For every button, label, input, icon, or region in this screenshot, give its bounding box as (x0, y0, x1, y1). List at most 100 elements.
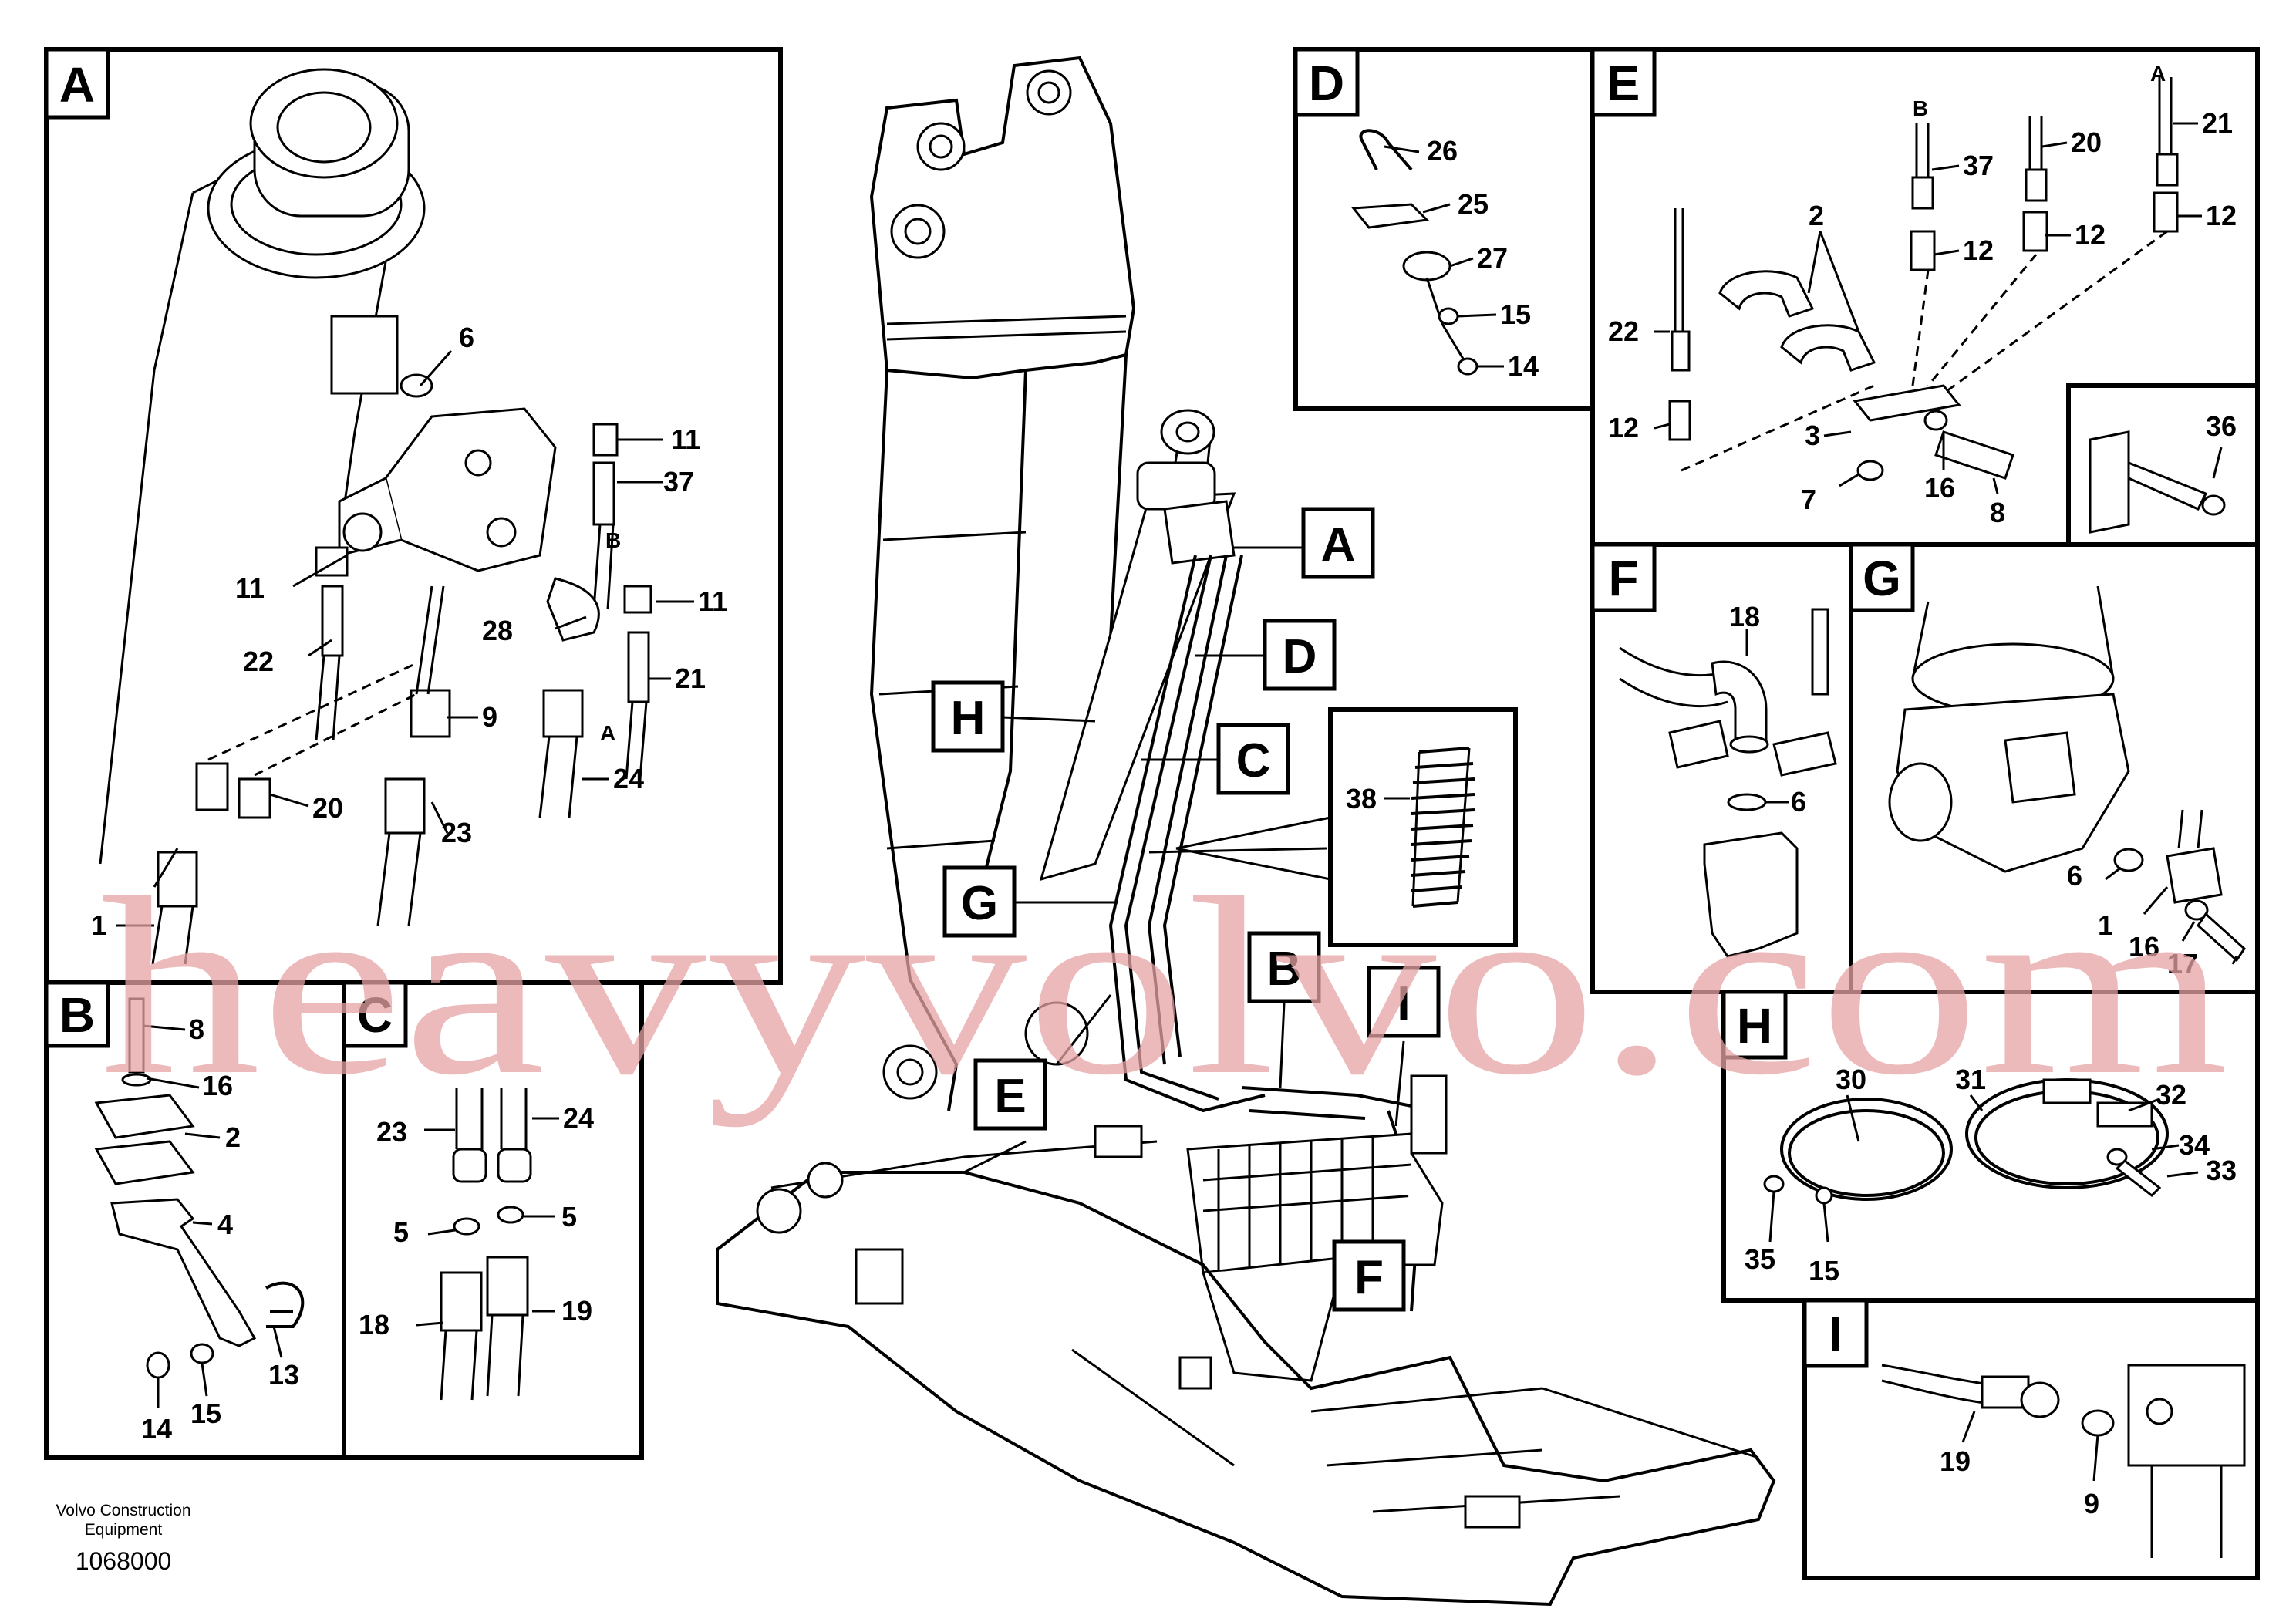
cylinder-end-g (1888, 585, 2246, 965)
label-e-22: 22 (1608, 315, 1639, 347)
footer-company-line2: Equipment (85, 1521, 163, 1539)
panel-g-tag: G (1863, 551, 1901, 606)
panel-i-tag-box (1802, 1298, 1869, 1368)
panel-a-tag-box (44, 47, 110, 120)
label-c-23: 23 (376, 1116, 407, 1148)
main-tag-b-box (1247, 931, 1321, 1003)
hose-plate-e (1654, 77, 2202, 494)
main-assembly: A D H C G B I E F (716, 56, 1776, 1607)
panel-e-frame (1590, 47, 2260, 547)
main-tag-i-box (1367, 966, 1441, 1038)
panel-a: A (44, 47, 783, 985)
label-g-17: 17 (2167, 948, 2198, 980)
label-e-7: 7 (1801, 484, 1816, 515)
panel-g-tag-box (1849, 542, 1915, 612)
panel-d: D 26 25 27 15 14 (1293, 47, 1595, 411)
hoses-c (416, 1088, 559, 1401)
control-valve (1186, 1132, 1421, 1382)
footer-company-line1: Volvo Construction (56, 1502, 190, 1519)
label-e2-36: 36 (2206, 410, 2237, 442)
bolt-36-head (2201, 494, 2226, 516)
main-tag-c: C (1236, 734, 1271, 787)
label-g-6: 6 (2067, 860, 2082, 892)
label-c-24: 24 (563, 1102, 594, 1134)
label-d-25: 25 (1458, 188, 1489, 220)
label-b-13: 13 (268, 1359, 299, 1391)
label-c-5-left: 5 (393, 1216, 409, 1248)
panel-c-frame (342, 980, 644, 1460)
spiral-hose (1411, 747, 1475, 908)
clamp-d (1351, 129, 1504, 376)
label-a-20: 20 (312, 792, 343, 824)
label-i-9: 9 (2084, 1488, 2099, 1519)
label-b-15: 15 (190, 1398, 221, 1429)
main-tag-f-box (1332, 1239, 1406, 1312)
watermark: heavyvolvo.com (100, 846, 2229, 1128)
label-h-31: 31 (1955, 1064, 1986, 1095)
bracket-b (94, 997, 305, 1408)
main-tag-a-box (1301, 507, 1375, 579)
panel-i: I 19 9 (1802, 1298, 2260, 1580)
label-h-35: 35 (1745, 1243, 1775, 1275)
label-f-6: 6 (1791, 786, 1806, 818)
label-a-a: A (600, 721, 615, 745)
label-h-33: 33 (2206, 1155, 2237, 1186)
label-e-37: 37 (1963, 150, 1994, 181)
chassis-frame (716, 1074, 1776, 1607)
main-tag-e-box (973, 1058, 1047, 1131)
panel-c-tag-box (342, 980, 408, 1048)
label-a-b: B (605, 528, 621, 552)
cylinder-a (99, 68, 426, 865)
panel-f-tag-box (1590, 542, 1657, 612)
label-hose-38: 38 (1346, 783, 1377, 814)
label-i-19: 19 (1940, 1445, 1971, 1477)
label-e-21: 21 (2202, 107, 2233, 139)
main-tag-e: E (994, 1070, 1026, 1123)
label-b-4: 4 (217, 1209, 233, 1240)
boom-cylinder (1039, 409, 1236, 882)
label-d-27: 27 (1477, 242, 1508, 274)
panel-e-tag: E (1607, 56, 1640, 111)
label-g-16: 16 (2129, 931, 2159, 963)
hose-end-i (1881, 1364, 2246, 1558)
band-clamp-h (1763, 1078, 2199, 1243)
label-a-37: 37 (663, 466, 694, 497)
label-c-19: 19 (561, 1295, 592, 1327)
main-tag-h: H (951, 692, 986, 745)
panel-hose-38: 38 (1175, 707, 1518, 947)
panel-c: C 23 24 5 5 18 19 (342, 980, 644, 1460)
label-a-21: 21 (675, 663, 706, 694)
label-e-8: 8 (1990, 497, 2005, 528)
label-e-16: 16 (1924, 472, 1955, 504)
panel-c-tag: C (357, 987, 393, 1043)
panel-d-tag-box (1293, 47, 1360, 117)
leaders-a (116, 350, 694, 927)
label-a-11-top: 11 (671, 423, 700, 455)
label-b-8: 8 (189, 1013, 204, 1045)
label-h-30: 30 (1836, 1064, 1866, 1095)
main-tag-g-box (942, 865, 1017, 938)
panel-i-tag: I (1829, 1307, 1843, 1362)
label-a-22: 22 (243, 646, 274, 677)
label-d-15: 15 (1500, 298, 1531, 330)
label-a-28: 28 (482, 615, 513, 646)
label-a-1: 1 (91, 909, 106, 941)
label-b-16: 16 (202, 1070, 233, 1101)
main-tag-g: G (961, 877, 998, 930)
main-tag-f: F (1354, 1251, 1384, 1304)
label-e-b: B (1913, 96, 1928, 120)
label-h-34: 34 (2179, 1129, 2210, 1161)
valve-block-a (338, 407, 557, 572)
main-tag-b: B (1267, 943, 1302, 996)
panel-b-tag-box (44, 980, 110, 1048)
label-g-1: 1 (2098, 909, 2113, 941)
label-b-2: 2 (225, 1121, 241, 1153)
panel-b: B 8 16 2 4 13 14 15 (44, 980, 346, 1460)
main-tag-d: D (1283, 630, 1317, 683)
footer: Volvo Construction Equipment 1068000 (56, 1502, 190, 1575)
panel-f-tag: F (1608, 551, 1638, 606)
panel-g: G 6 1 16 17 (1849, 542, 2260, 994)
main-tag-i: I (1397, 977, 1410, 1030)
panel-d-tag: D (1309, 56, 1344, 111)
